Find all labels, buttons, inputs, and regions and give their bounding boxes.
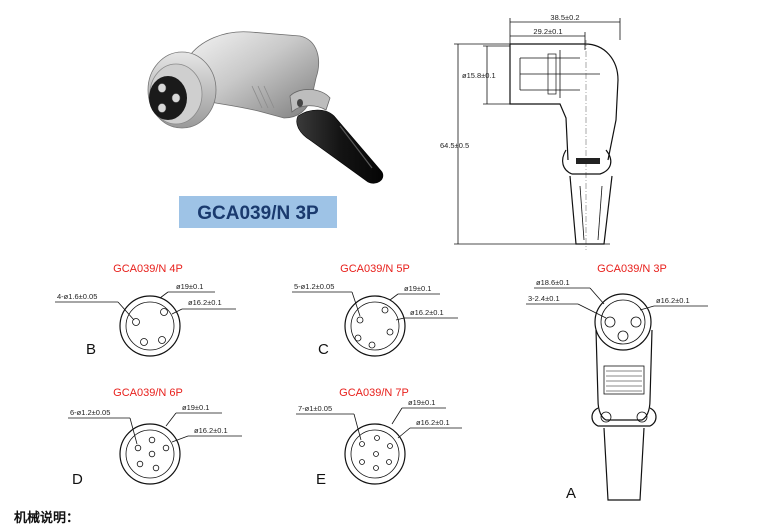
dim-width-overall: 38.5±0.2 [550, 13, 579, 22]
variant-b-4p: GCA039/N 4P 4-ø1.6±0.05 ø19±0.1 ø16.2±0.… [55, 263, 236, 358]
variant-d-inner-d: ø16.2±0.1 [194, 426, 228, 435]
variant-a-title: GCA039/N 3P [597, 263, 667, 275]
variant-a-holes: 3-2.4±0.1 [528, 294, 560, 303]
variant-d-letter: D [72, 471, 83, 488]
connector-photo [147, 31, 384, 184]
variant-b-title: GCA039/N 4P [113, 263, 183, 275]
variant-b-inner-d: ø16.2±0.1 [188, 298, 222, 307]
variant-e-title: GCA039/N 7P [339, 387, 409, 399]
variant-c-title: GCA039/N 5P [340, 263, 410, 275]
side-dimension-drawing: 38.5±0.2 29.2±0.1 ø15.8±0.1 64.5±0.5 [440, 13, 621, 250]
variant-e-letter: E [316, 471, 326, 488]
model-label: GCA039/N 3P [179, 196, 337, 228]
dim-height: 64.5±0.5 [440, 141, 469, 150]
variant-c-5p: GCA039/N 5P 5-ø1.2±0.05 ø19±0.1 ø16.2±0.… [292, 263, 458, 358]
variant-c-letter: C [318, 341, 329, 358]
variant-b-holes: 4-ø1.6±0.05 [57, 292, 97, 301]
variant-a-inner-d: ø16.2±0.1 [656, 296, 690, 305]
variant-d-holes: 6-ø1.2±0.05 [70, 408, 110, 417]
variant-d-6p: GCA039/N 6P 6-ø1.2±0.05 ø19±0.1 ø16.2±0.… [68, 387, 242, 488]
variant-c-outer-d: ø19±0.1 [404, 284, 431, 293]
dim-width-inner: 29.2±0.1 [533, 27, 562, 36]
variant-a-3p: GCA039/N 3P ø18.6±0.1 3-2.4±0.1 ø [526, 263, 708, 502]
variant-a-letter: A [566, 485, 576, 502]
variant-e-7p: GCA039/N 7P 7-ø1±0.05 ø19±0.1 ø16.2±0.1 … [296, 387, 462, 488]
footer-heading: 机械说明： [14, 510, 79, 525]
variant-d-title: GCA039/N 6P [113, 387, 183, 399]
dim-diameter: ø15.8±0.1 [462, 71, 496, 80]
variant-c-holes: 5-ø1.2±0.05 [294, 282, 334, 291]
variant-b-letter: B [86, 341, 96, 358]
model-label-text: GCA039/N 3P [197, 203, 319, 224]
variant-e-inner-d: ø16.2±0.1 [416, 418, 450, 427]
variant-e-outer-d: ø19±0.1 [408, 398, 435, 407]
variant-b-outer-d: ø19±0.1 [176, 282, 203, 291]
variant-e-holes: 7-ø1±0.05 [298, 404, 332, 413]
variant-c-inner-d: ø16.2±0.1 [410, 308, 444, 317]
variant-d-outer-d: ø19±0.1 [182, 403, 209, 412]
variant-a-outer-d: ø18.6±0.1 [536, 278, 570, 287]
